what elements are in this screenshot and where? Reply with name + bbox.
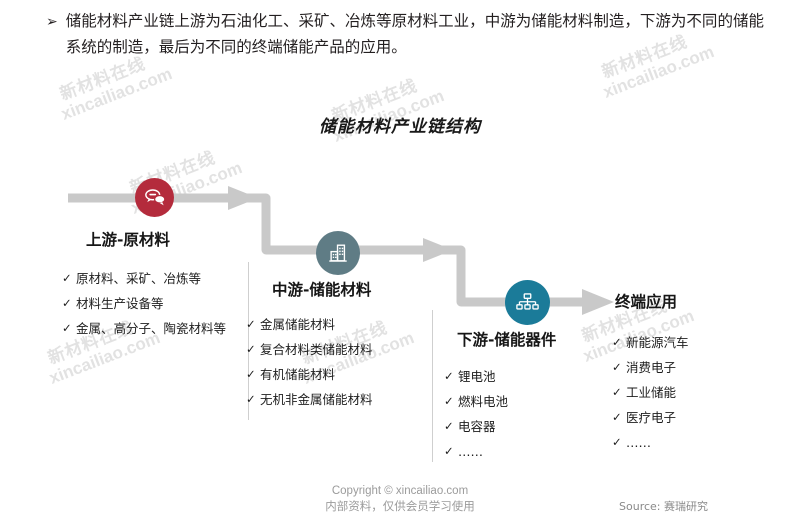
upstream-heading: 上游-原材料 [86,231,170,249]
source-text: Source: 赛瑞研究 [619,500,708,513]
check-icon: ✓ [246,392,256,406]
list-item-label: …… [626,435,651,450]
midstream-heading: 中游-储能材料 [272,281,372,299]
list-item: ✓ …… [444,439,584,464]
downstream-icon-badge [505,280,550,325]
network-hierarchy-icon [516,293,539,310]
terminal-heading: 终端应用 [615,293,678,311]
divider-upstream-midstream [248,262,249,420]
check-icon: ✓ [444,369,454,383]
flow-elbow-2 [440,245,492,307]
list-item: ✓ 工业储能 [612,380,772,405]
check-icon: ✓ [612,435,622,449]
check-icon: ✓ [246,367,256,381]
list-item-label: 金属储能材料 [260,317,336,332]
intro-paragraph: ➢ 储能材料产业链上游为石油化工、采矿、冶炼等原材料工业，中游为储能材料制造，下… [46,8,764,60]
downstream-heading: 下游-储能器件 [457,331,557,349]
check-icon: ✓ [444,444,454,458]
list-item: ✓ 新能源汽车 [612,330,772,355]
list-item: ✓ 无机非金属储能材料 [246,387,432,412]
midstream-icon-badge [316,231,360,275]
list-item-label: 新能源汽车 [626,335,689,350]
internal-notice-text: 内部资料，仅供会员学习使用 [325,499,475,513]
arrow-bullet-icon: ➢ [46,13,58,29]
check-icon: ✓ [62,321,72,335]
check-icon: ✓ [612,385,622,399]
flow-elbow-1 [245,193,300,255]
check-icon: ✓ [612,360,622,374]
flow-arrowhead-3 [582,289,614,315]
chart-title: 储能材料产业链结构 [0,112,800,137]
check-icon: ✓ [62,296,72,310]
check-icon: ✓ [246,317,256,331]
list-item-label: 复合材料类储能材料 [260,342,373,357]
list-item: ✓ 燃料电池 [444,389,584,414]
divider-midstream-downstream [432,310,433,462]
flow-arrowhead-1 [228,186,258,210]
list-item-label: 消费电子 [626,360,677,375]
check-icon: ✓ [612,410,622,424]
list-item-label: 电容器 [458,419,496,434]
list-item: ✓ 有机储能材料 [246,362,432,387]
list-item-label: 工业储能 [626,385,677,400]
check-icon: ✓ [444,394,454,408]
list-item-label: 有机储能材料 [260,367,336,382]
list-item: ✓ 锂电池 [444,364,584,389]
check-icon: ✓ [612,335,622,349]
check-icon: ✓ [444,419,454,433]
list-item: ✓ 原材料、采矿、冶炼等 [62,266,248,291]
flow-arrowhead-2 [423,238,453,262]
midstream-item-list: ✓ 金属储能材料 ✓ 复合材料类储能材料 ✓ 有机储能材料 ✓ 无机非金属储能材… [246,312,432,412]
list-item-label: …… [458,444,483,459]
copyright-text: Copyright © xincailiao.com [331,485,469,497]
list-item-label: 材料生产设备等 [76,296,164,311]
intro-text: 储能材料产业链上游为石油化工、采矿、冶炼等原材料工业，中游为储能材料制造，下游为… [65,12,764,56]
list-item-label: 原材料、采矿、冶炼等 [76,271,202,286]
terminal-item-list: ✓ 新能源汽车 ✓ 消费电子 ✓ 工业储能 ✓ 医疗电子 ✓ …… [612,330,772,455]
list-item: ✓ 材料生产设备等 [62,291,248,316]
list-item: ✓ 电容器 [444,414,584,439]
list-item-label: 锂电池 [458,369,496,384]
list-item-label: 金属、高分子、陶瓷材料等 [76,321,227,336]
list-item: ✓ 复合材料类储能材料 [246,337,432,362]
downstream-item-list: ✓ 锂电池 ✓ 燃料电池 ✓ 电容器 ✓ …… [444,364,584,464]
upstream-item-list: ✓ 原材料、采矿、冶炼等 ✓ 材料生产设备等 ✓ 金属、高分子、陶瓷材料等 [62,266,248,341]
list-item-label: 无机非金属储能材料 [260,392,373,407]
factory-building-icon [329,244,347,262]
footer-copyright-block: Copyright © xincailiao.com 内部资料，仅供会员学习使用 [0,484,800,514]
list-item: ✓ 消费电子 [612,355,772,380]
check-icon: ✓ [62,271,72,285]
speech-bubbles-icon [144,189,165,206]
list-item-label: 医疗电子 [626,410,677,425]
list-item: ✓ 金属储能材料 [246,312,432,337]
list-item-label: 燃料电池 [458,394,509,409]
chart-title-text: 储能材料产业链结构 [319,117,481,137]
check-icon: ✓ [246,342,256,356]
list-item: ✓ 医疗电子 [612,405,772,430]
list-item: ✓ …… [612,430,772,455]
list-item: ✓ 金属、高分子、陶瓷材料等 [62,316,230,341]
upstream-icon-badge [135,178,174,217]
